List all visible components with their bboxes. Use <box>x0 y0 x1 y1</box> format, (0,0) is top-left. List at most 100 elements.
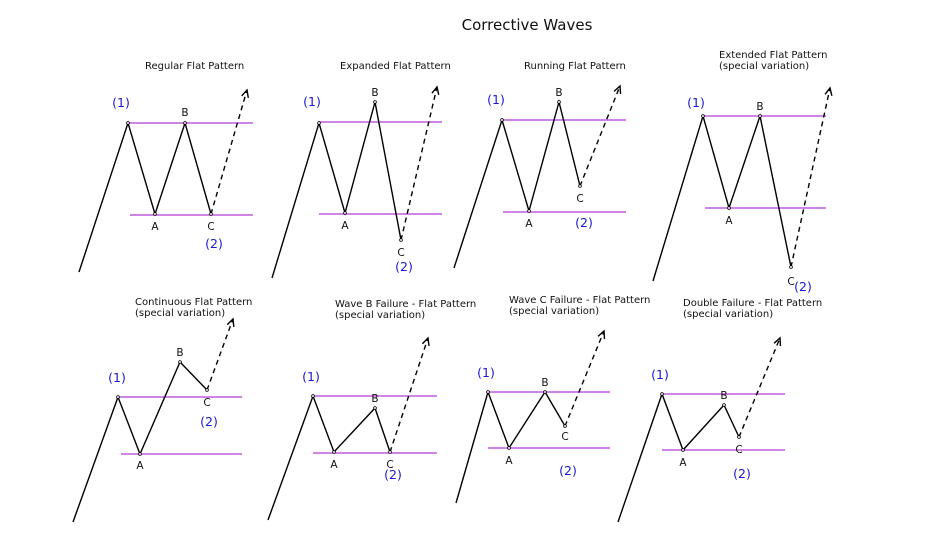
wave-b-label: B <box>181 107 188 119</box>
projected-move-line <box>206 318 234 391</box>
wave-1-label: (1) <box>302 369 320 384</box>
pattern-title: Wave B Failure - Flat Pattern(special va… <box>335 299 476 321</box>
wave-path <box>453 99 581 269</box>
pivot-node <box>681 448 685 452</box>
arrowhead-icon <box>597 329 606 340</box>
wave-2-label: (2) <box>733 466 751 481</box>
pattern-subtitle: (special variation) <box>135 308 225 319</box>
pattern-subtitle: (special variation) <box>683 309 773 320</box>
wave-path <box>72 360 208 523</box>
pattern-panel-double-failure: Double Failure - Flat Pattern(special va… <box>617 298 822 523</box>
pattern-title: Wave C Failure - Flat Pattern(special va… <box>509 295 650 317</box>
wave-path <box>271 101 402 279</box>
wave-2-label: (2) <box>384 467 402 482</box>
wave-path <box>78 120 212 273</box>
wave-c-label: C <box>397 247 404 259</box>
projected-move-line <box>210 89 248 215</box>
wave-a-label: A <box>330 459 338 471</box>
pattern-subtitle: (special variation) <box>719 61 809 72</box>
wave-c-label: C <box>735 444 742 456</box>
pivot-node <box>343 211 347 215</box>
wave-c-label: C <box>787 276 794 288</box>
wave-1-label: (1) <box>477 365 495 380</box>
wave-b-label: B <box>555 87 562 99</box>
projected-move-line <box>738 337 781 438</box>
pivot-node <box>722 403 726 407</box>
arrowhead-icon <box>773 336 782 347</box>
arrowhead-icon <box>431 85 440 95</box>
pivot-node <box>116 395 120 399</box>
wave-1-label: (1) <box>651 367 669 382</box>
wave-c-label: C <box>561 431 568 443</box>
arrowhead-icon <box>241 88 250 99</box>
pivot-node <box>578 184 582 188</box>
pattern-title-line: Running Flat Pattern <box>524 61 626 72</box>
wave-b-label: B <box>176 347 183 359</box>
pattern-panel-expanded: Expanded Flat Pattern(1)ABC(2) <box>271 61 451 279</box>
projected-move-line <box>564 330 605 427</box>
pivot-node <box>789 265 793 269</box>
wave-1-label: (1) <box>108 370 126 385</box>
pattern-panel-continuous: Continuous Flat Pattern(special variatio… <box>72 297 252 523</box>
wave-b-label: B <box>541 377 548 389</box>
figure-title: Corrective Waves <box>462 16 593 34</box>
wave-c-label: C <box>203 397 210 409</box>
wave-a-label: A <box>525 218 533 230</box>
pattern-title: Expanded Flat Pattern <box>340 61 451 72</box>
pivot-node <box>500 118 504 122</box>
wave-b-label: B <box>720 390 727 402</box>
pivot-node <box>701 114 705 118</box>
arrowhead-icon <box>226 317 235 328</box>
wave-b-label: B <box>371 87 378 99</box>
pattern-title: Extended Flat Pattern(special variation) <box>719 50 827 72</box>
pivot-node <box>527 209 531 213</box>
wave-a-label: A <box>136 460 144 472</box>
pivot-node <box>209 212 213 216</box>
pattern-title-line: Wave C Failure - Flat Pattern <box>509 295 650 306</box>
wave-2-label: (2) <box>200 414 218 429</box>
pivot-node <box>507 446 511 450</box>
pivot-node <box>138 452 142 456</box>
wave-2-label: (2) <box>395 259 413 274</box>
wave-b-label: B <box>756 101 763 113</box>
projected-move-line <box>790 87 831 268</box>
wave-a-label: A <box>725 215 733 227</box>
pivot-node <box>486 390 490 394</box>
wave-1-label: (1) <box>487 92 505 107</box>
pattern-title: Regular Flat Pattern <box>145 61 244 72</box>
wave-2-label: (2) <box>794 279 812 294</box>
wave-a-label: A <box>679 457 687 469</box>
pivot-node <box>388 450 392 454</box>
pattern-title-line: Regular Flat Pattern <box>145 61 244 72</box>
wave-1-label: (1) <box>112 95 130 110</box>
wave-path <box>267 393 391 521</box>
wave-1-label: (1) <box>687 95 705 110</box>
pattern-subtitle: (special variation) <box>335 310 425 321</box>
pattern-title-line: Wave B Failure - Flat Pattern <box>335 299 476 310</box>
arrowhead-icon <box>421 336 430 347</box>
pattern-title: Double Failure - Flat Pattern(special va… <box>683 298 822 320</box>
pattern-title: Continuous Flat Pattern(special variatio… <box>135 297 252 319</box>
pattern-title-line: Expanded Flat Pattern <box>340 61 451 72</box>
pivot-node <box>183 121 187 125</box>
projected-move-line <box>400 86 438 241</box>
pattern-panel-wave-c-failure: Wave C Failure - Flat Pattern(special va… <box>455 295 650 504</box>
pattern-title: Running Flat Pattern <box>524 61 626 72</box>
pivot-node <box>373 406 377 410</box>
wave-c-label: C <box>576 193 583 205</box>
pattern-panel-wave-b-failure: Wave B Failure - Flat Pattern(special va… <box>267 299 476 521</box>
pivot-node <box>727 206 731 210</box>
projected-move-line <box>579 85 621 187</box>
wave-a-label: A <box>151 221 159 233</box>
pattern-title-line: Continuous Flat Pattern <box>135 297 252 308</box>
pivot-node <box>126 121 130 125</box>
wave-a-label: A <box>505 455 513 467</box>
wave-c-label: C <box>386 459 393 471</box>
pivot-node <box>563 424 567 428</box>
pivot-node <box>178 360 182 364</box>
pivot-node <box>311 394 315 398</box>
pattern-subtitle: (special variation) <box>509 306 599 317</box>
pivot-node <box>543 390 547 394</box>
